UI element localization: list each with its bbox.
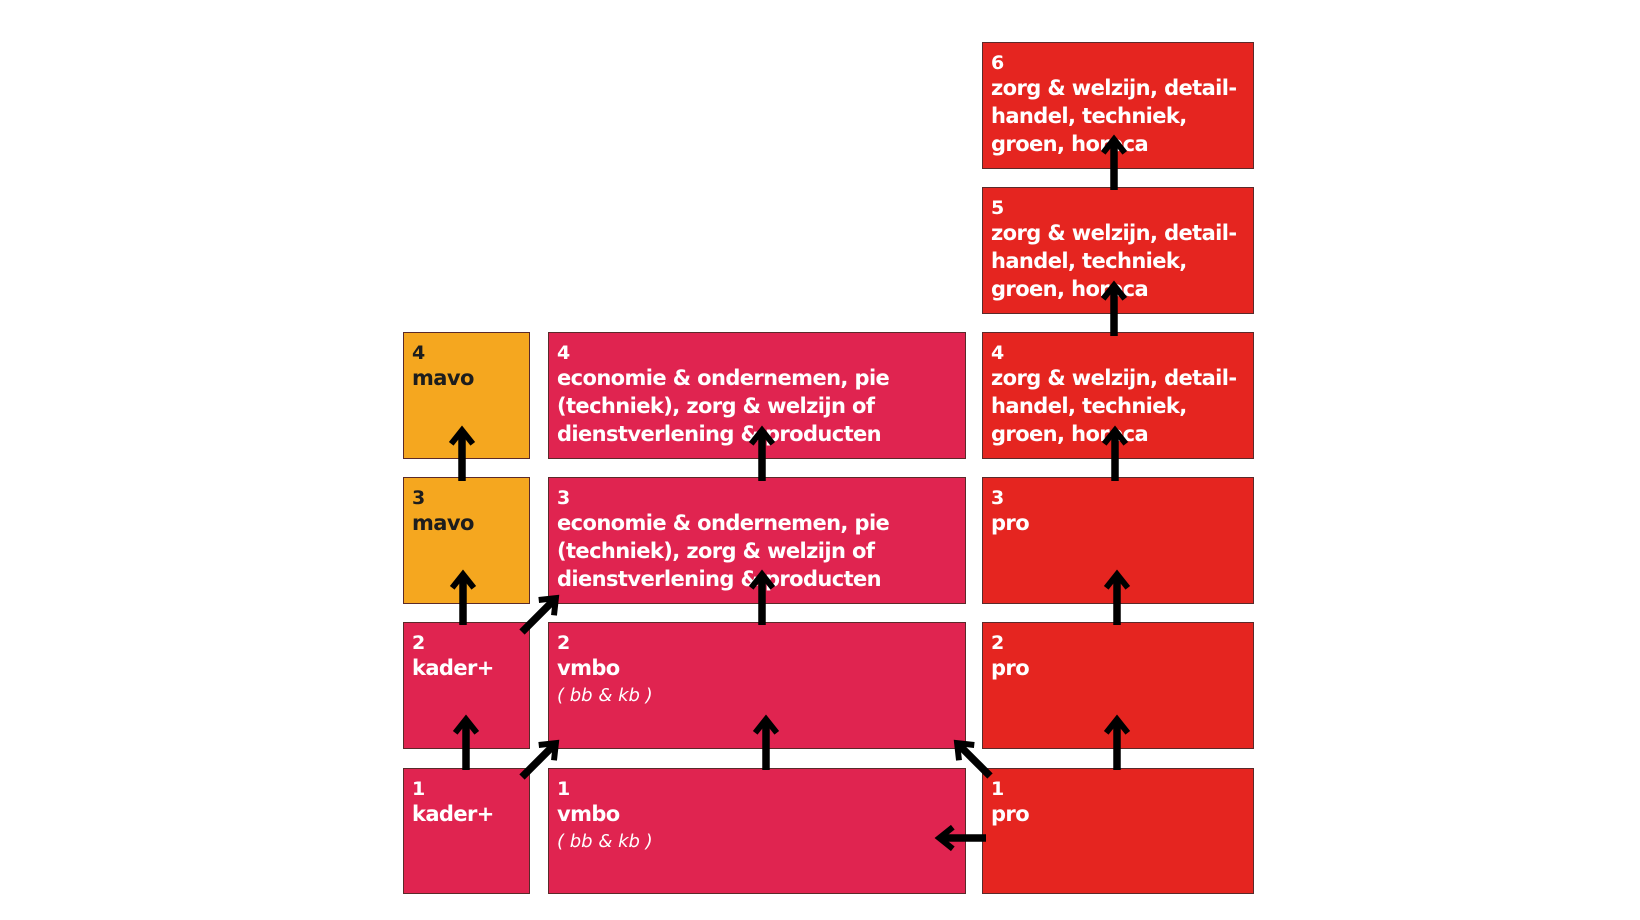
year-number: 4 — [557, 342, 570, 364]
box-vmbo-year-2: 2 vmbo ( bb & kb ) — [548, 622, 966, 749]
year-number: 4 — [991, 342, 1004, 364]
box-mavo-year-4: 4 mavo — [403, 332, 530, 459]
year-number: 3 — [412, 487, 425, 509]
year-number: 4 — [412, 342, 425, 364]
track-label: pro — [991, 511, 1030, 535]
track-label: economie & ondernemen, pie (techniek), z… — [557, 511, 890, 591]
box-pro-year-4: 4 zorg & welzijn, detail-handel, technie… — [982, 332, 1254, 459]
box-pro-year-5: 5 zorg & welzijn, detail-handel, technie… — [982, 187, 1254, 314]
track-label: zorg & welzijn, detail-handel, techniek,… — [991, 76, 1237, 156]
track-sublabel: ( bb & kb ) — [557, 831, 653, 852]
box-pro-year-3: 3 pro — [982, 477, 1254, 604]
box-pro-year-6: 6 zorg & welzijn, detail-handel, technie… — [982, 42, 1254, 169]
box-pro-year-2: 2 pro — [982, 622, 1254, 749]
track-label: mavo — [412, 511, 474, 535]
track-label: zorg & welzijn, detail-handel, techniek,… — [991, 366, 1237, 446]
track-label: vmbo — [557, 656, 620, 680]
track-label: pro — [991, 802, 1030, 826]
year-number: 2 — [991, 632, 1004, 654]
year-number: 2 — [412, 632, 425, 654]
year-number: 3 — [557, 487, 570, 509]
track-sublabel: ( bb & kb ) — [557, 685, 653, 706]
track-label: pro — [991, 656, 1030, 680]
box-kader-year-2: 2 kader+ — [403, 622, 530, 749]
track-label: zorg & welzijn, detail-handel, techniek,… — [991, 221, 1237, 301]
box-pro-year-1: 1 pro — [982, 768, 1254, 894]
year-number: 1 — [557, 778, 570, 800]
year-number: 5 — [991, 197, 1004, 219]
track-label: economie & ondernemen, pie (techniek), z… — [557, 366, 890, 446]
track-label: mavo — [412, 366, 474, 390]
year-number: 1 — [412, 778, 425, 800]
box-mavo-year-3: 3 mavo — [403, 477, 530, 604]
year-number: 1 — [991, 778, 1004, 800]
box-kader-year-1: 1 kader+ — [403, 768, 530, 894]
track-label: vmbo — [557, 802, 620, 826]
box-vmbo-year-1: 1 vmbo ( bb & kb ) — [548, 768, 966, 894]
box-vmbo-year-4: 4 economie & ondernemen, pie (techniek),… — [548, 332, 966, 459]
year-number: 3 — [991, 487, 1004, 509]
track-label: kader+ — [412, 802, 494, 826]
year-number: 2 — [557, 632, 570, 654]
track-label: kader+ — [412, 656, 494, 680]
year-number: 6 — [991, 52, 1004, 74]
box-vmbo-year-3: 3 economie & ondernemen, pie (techniek),… — [548, 477, 966, 604]
